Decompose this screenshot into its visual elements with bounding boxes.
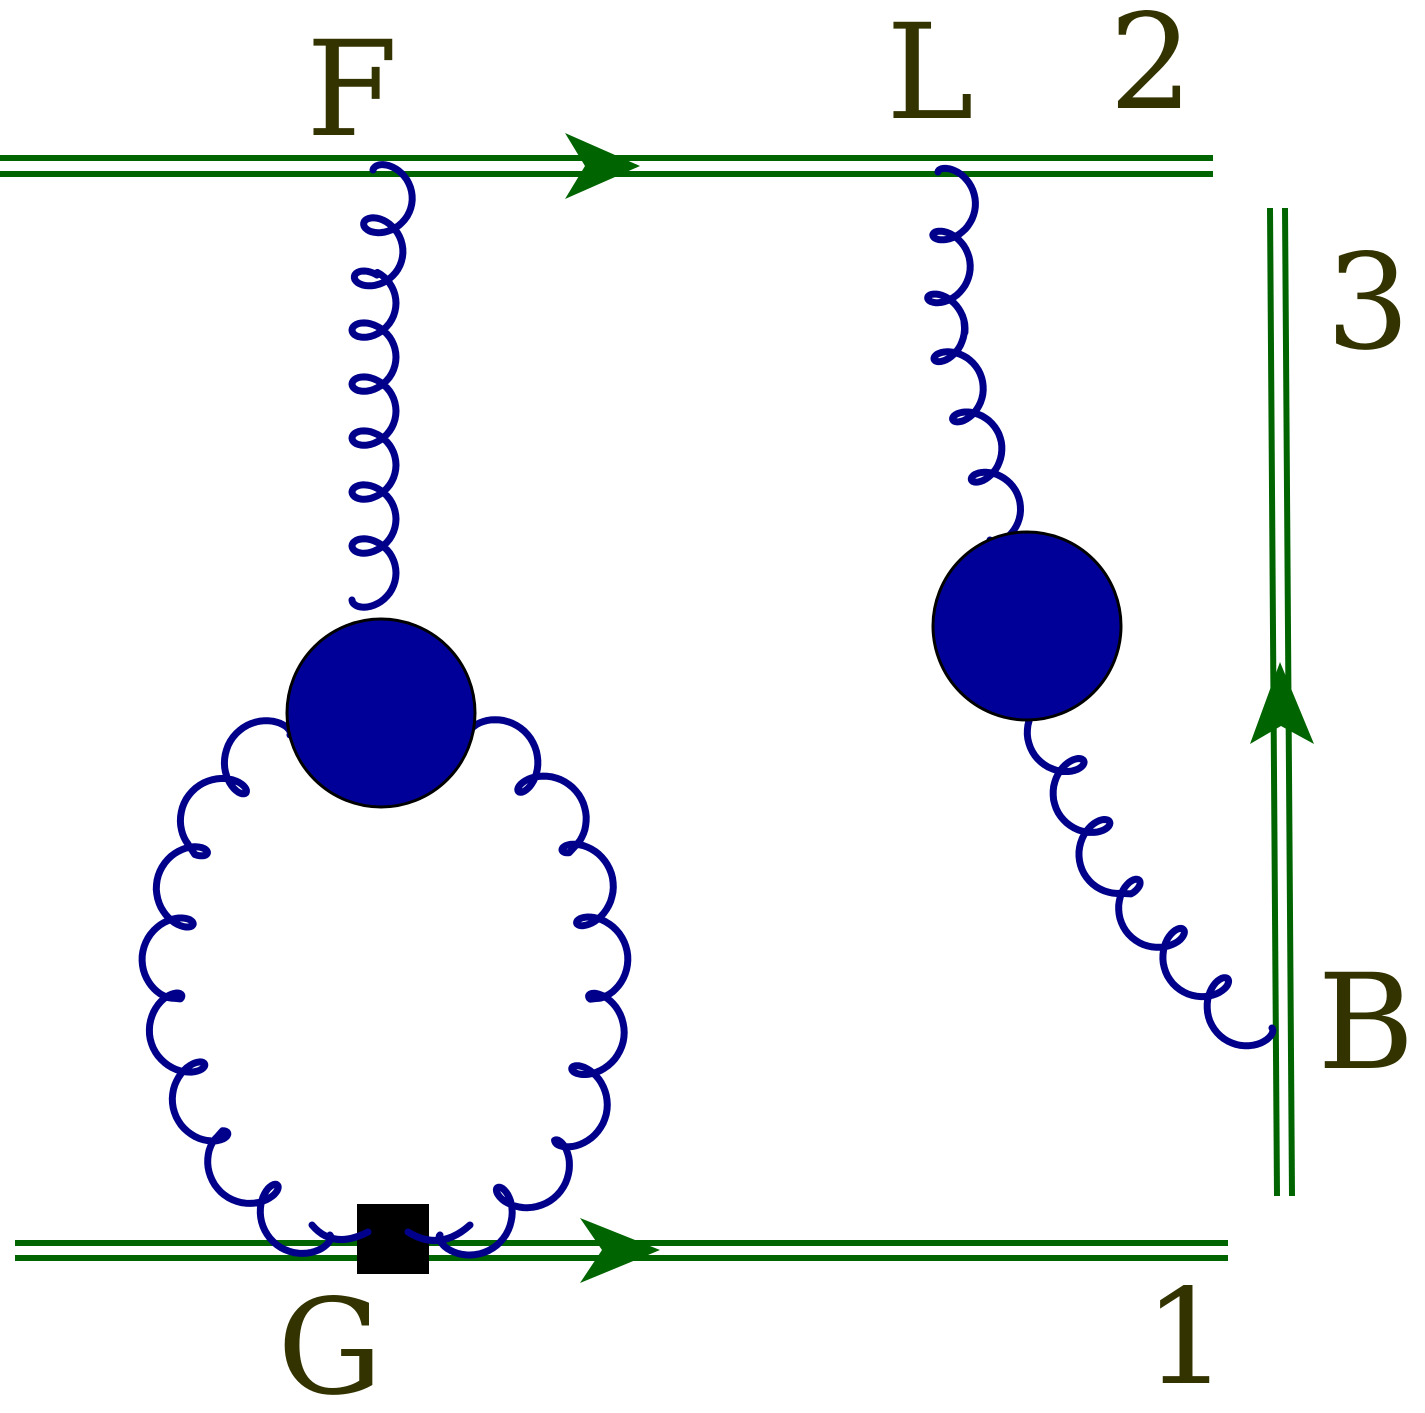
label-1: 1 [1144, 1261, 1228, 1413]
label-3: 3 [1326, 226, 1410, 380]
label-g: G [277, 1271, 382, 1413]
gluons [138, 161, 1277, 1259]
gluon-right-lower [1023, 694, 1277, 1050]
label-f: F [306, 13, 398, 167]
label-2: 2 [1109, 0, 1193, 140]
gluon-loop-left [138, 717, 335, 1257]
label-l: L [886, 0, 974, 150]
gluon-ends [308, 1221, 474, 1244]
arrow-bottom [580, 1218, 660, 1283]
gluon-loop-right [435, 716, 632, 1259]
blob-right [931, 530, 1123, 722]
gluon-right-upper [924, 164, 1024, 546]
arrows [565, 133, 1314, 1283]
arrow-right [1250, 662, 1314, 744]
wilson-lines [0, 155, 1295, 1261]
blob-left [285, 617, 477, 809]
arrow-top [565, 133, 640, 199]
label-b: B [1317, 946, 1414, 1100]
gluon-left-vertical [348, 161, 416, 611]
